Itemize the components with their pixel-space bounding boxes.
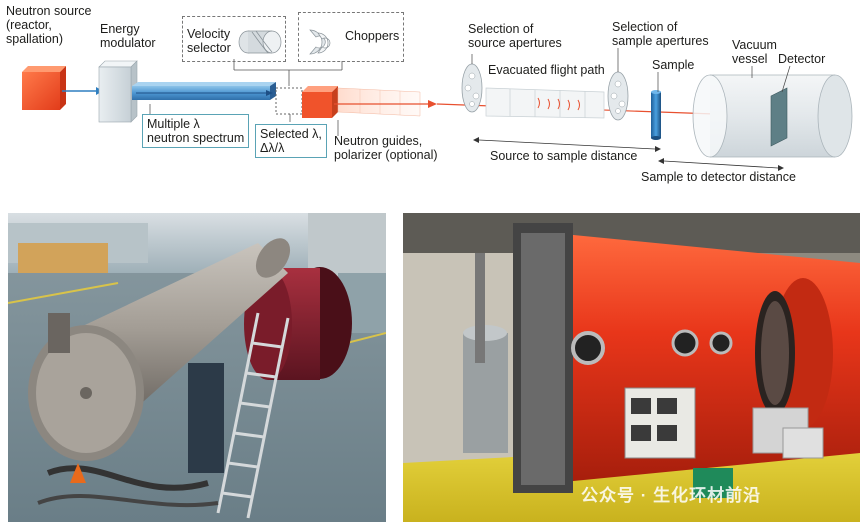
source-aperture-wheel <box>461 63 483 113</box>
energy-modulator-block <box>98 60 138 123</box>
velocity-selector-frame <box>182 16 286 62</box>
leader-lines <box>149 48 791 136</box>
sample-aperture-wheel <box>607 71 629 121</box>
source-to-sample-label: Source to sample distance <box>490 149 638 163</box>
selected-lambda-label: Selected λ, Δλ/λ <box>255 124 327 158</box>
velocity-selector-label: Velocity selector <box>187 27 231 55</box>
neutron-guide <box>302 86 437 118</box>
sample-to-detector-arrow <box>658 158 784 171</box>
vacuum-vessel-label: Vacuum vessel <box>732 38 777 66</box>
vacuum-vessel <box>692 74 853 158</box>
neutron-source-cube <box>22 66 66 110</box>
flight-path-tubes <box>485 87 605 119</box>
left-instrument-photo <box>8 213 386 522</box>
neutron-guides-label: Neutron guides, polarizer (optional) <box>334 134 438 162</box>
sample-cylinder <box>651 90 661 140</box>
choppers-frame <box>298 12 404 62</box>
choppers-label: Choppers <box>345 29 400 43</box>
selector-zone <box>275 87 303 115</box>
polychromatic-beam <box>132 82 276 100</box>
right-instrument-photo: 公众号 · 生化环材前沿 <box>403 213 860 522</box>
source-to-sample-arrow <box>473 137 661 152</box>
watermark: 公众号 · 生化环材前沿 <box>581 486 762 505</box>
sans-schematic <box>22 29 853 171</box>
selector-connector <box>233 59 343 86</box>
neutron-source-label: Neutron source (reactor, spallation) <box>6 4 92 46</box>
detector-label: Detector <box>778 52 826 66</box>
multiple-lambda-label: Multiple λ neutron spectrum <box>142 114 250 148</box>
source-apertures-label: Selection of source apertures <box>468 22 562 50</box>
sample-label: Sample <box>652 58 695 72</box>
velocity-selector-icon <box>238 30 282 54</box>
choppers-icon <box>309 29 331 55</box>
sample-apertures-label: Selection of sample apertures <box>612 20 709 48</box>
detector-plate <box>770 87 788 147</box>
energy-modulator-label: Energy modulator <box>100 22 156 50</box>
flight-path-label: Evacuated flight path <box>488 63 605 77</box>
beam-collimation-marks <box>537 97 580 111</box>
sample-to-detector-label: Sample to detector distance <box>641 170 796 184</box>
